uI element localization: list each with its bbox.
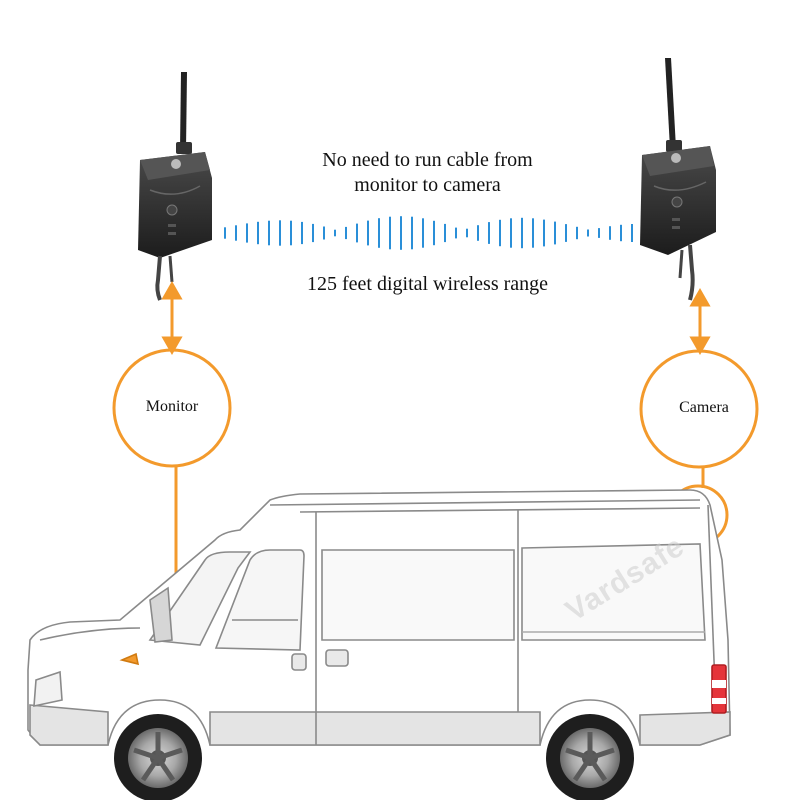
wireless-signal-icon [224,216,633,250]
camera-label: Camera [679,399,729,416]
headline-caption: No need to run cable from monitor to cam… [250,148,605,198]
monitor-transmitter-device [138,72,212,301]
monitor-label: Monitor [145,398,199,415]
front-wheel [114,714,202,800]
range-caption: 125 feet digital wireless range [306,273,549,295]
camera-transmitter-device [640,58,716,301]
rear-wheel [546,714,634,800]
van-illustration [27,489,731,746]
headline-line-1: No need to run cable from [322,149,533,171]
headline-line-2: monitor to camera [354,174,501,196]
